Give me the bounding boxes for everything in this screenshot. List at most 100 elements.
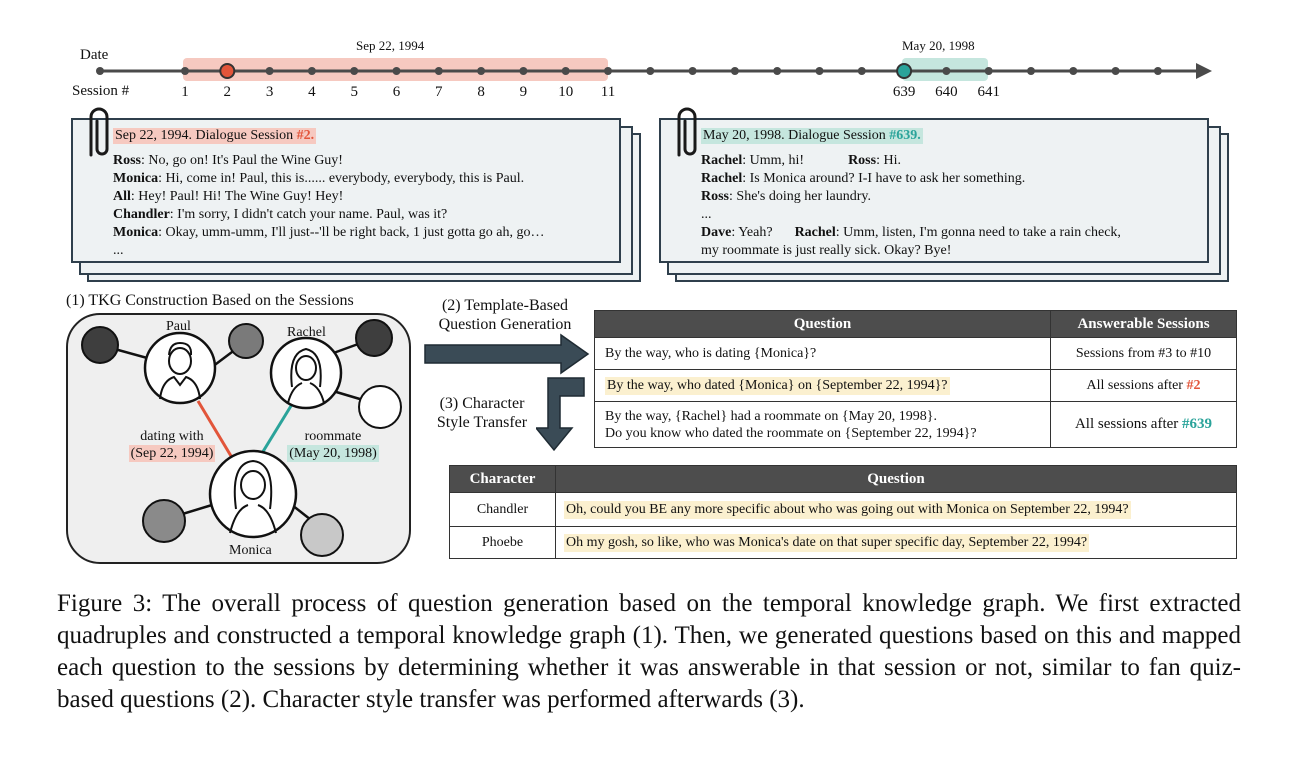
timeline-dot	[561, 67, 570, 75]
timeline-dot	[392, 67, 401, 75]
person-icon	[287, 347, 325, 404]
highlighted-question: Oh my gosh, so like, who was Monica's da…	[564, 533, 1090, 552]
style-transfer-table: Character Question Chandler Oh, could yo…	[449, 465, 1237, 559]
edge-date: (May 20, 1998)	[287, 445, 379, 462]
speaker: Ross	[701, 189, 730, 204]
column-header-question: Question	[555, 465, 1237, 493]
utterance: : Okay, umm-umm, I'll just--'ll be right…	[158, 225, 545, 240]
speaker: Chandler	[113, 207, 170, 222]
question-table: Question Answerable Sessions By the way,…	[594, 310, 1237, 448]
tkg-edge-label-roommate: roommate (May 20, 1998)	[281, 428, 385, 462]
dialogue-left-session: #2.	[296, 128, 315, 143]
dialogue-right-ellipsis: ...	[701, 207, 712, 222]
timeline-dot	[1111, 67, 1120, 75]
table-row: By the way, who dated {Monica} on {Septe…	[594, 369, 1237, 402]
timeline-session-number: 1	[181, 84, 189, 100]
highlighted-question: By the way, who dated {Monica} on {Septe…	[605, 376, 950, 395]
timeline-dot	[477, 67, 486, 75]
timeline-dot	[688, 67, 697, 75]
arrow-right-icon	[424, 333, 590, 375]
answer-session: #639	[1182, 416, 1213, 432]
timeline-dot	[604, 67, 612, 75]
dialogue-right-line-1: Rachel: Umm, hi!Ross: Hi.	[701, 152, 1197, 170]
dialogue-left-header: Sep 22, 1994. Dialogue Session #2.	[113, 128, 317, 144]
tkg-node-monica	[208, 449, 298, 539]
timeline-dot	[181, 67, 189, 75]
utterance: : Is Monica around? I-I have to ask her …	[742, 171, 1026, 186]
timeline-dot	[730, 67, 739, 75]
timeline-dot	[1027, 67, 1035, 75]
table-row: By the way, who is dating {Monica}? Sess…	[594, 337, 1237, 370]
dialogue-left-header-text: Sep 22, 1994. Dialogue Session	[115, 128, 297, 143]
utterance: : She's doing her laundry.	[729, 189, 871, 204]
utterance: : Hi, come in! Paul, this is...... every…	[158, 171, 525, 186]
timeline-dot	[434, 67, 443, 75]
timeline-session-number: 9	[520, 84, 528, 100]
style-section-title-line2: Style Transfer	[436, 414, 528, 431]
edge-date: (Sep 22, 1994)	[128, 445, 216, 462]
dialogue-left-line-4: Chandler: I'm sorry, I didn't catch your…	[113, 206, 609, 224]
answer-cell: All sessions after #2	[1050, 369, 1237, 402]
tkg-node-dark	[81, 326, 119, 364]
tkg-node-gray	[142, 499, 186, 543]
timeline-dot	[646, 67, 655, 75]
timeline-dot	[519, 67, 528, 75]
timeline-session-number: 10	[558, 84, 573, 100]
tkg-edge-label-dating: dating with (Sep 22, 1994)	[122, 428, 222, 462]
timeline-session-number: 639	[893, 84, 916, 100]
answer-cell: Sessions from #3 to #10	[1050, 337, 1237, 370]
character-cell: Phoebe	[449, 526, 556, 559]
timeline-dot	[942, 67, 951, 75]
speaker: Ross	[848, 153, 877, 168]
speaker: Rachel	[794, 225, 836, 240]
tkg-node-white	[358, 385, 402, 429]
person-icon	[229, 459, 277, 534]
table-header-row: Question Answerable Sessions	[594, 310, 1237, 338]
timeline-session-number: 2	[224, 84, 232, 100]
timeline-dot	[307, 67, 316, 75]
dialogue-right-header-text: May 20, 1998. Dialogue Session	[703, 128, 890, 143]
answer-text: All sessions after	[1074, 416, 1183, 432]
question-cell: By the way, who is dating {Monica}?	[594, 337, 1051, 370]
timeline-session-number: 11	[601, 84, 615, 100]
tkg-graph	[81, 319, 402, 557]
dialogue-right-line-3: Ross: She's doing her laundry.	[701, 188, 1197, 206]
timeline-dot	[815, 67, 824, 75]
dialogue-left-line-5: Monica: Okay, umm-umm, I'll just--'ll be…	[113, 224, 609, 242]
dialogue-left-line-1: Ross: No, go on! It's Paul the Wine Guy!	[113, 152, 609, 170]
timeline-session-number: 6	[393, 84, 401, 100]
question-cell: Oh my gosh, so like, who was Monica's da…	[555, 526, 1237, 559]
utterance: : No, go on! It's Paul the Wine Guy!	[141, 153, 343, 168]
timeline-dot	[1153, 67, 1162, 75]
template-section-title-line1: (2) Template-Based	[441, 297, 569, 314]
timeline-session-number: 5	[350, 84, 358, 100]
utterance: : Hi.	[876, 153, 901, 168]
tkg-section-title: (1) TKG Construction Based on the Sessio…	[66, 292, 354, 309]
timeline-session-number: 4	[308, 84, 316, 100]
table-row: Chandler Oh, could you BE any more speci…	[449, 492, 1237, 527]
figure-caption: Figure 3: The overall process of questio…	[57, 590, 1241, 713]
timeline-session-label: Session #	[72, 83, 130, 99]
edge-label-text: dating with	[140, 429, 204, 444]
utterance: : Yeah?	[731, 225, 773, 240]
tkg-edge-dating	[196, 400, 236, 462]
tkg-label-rachel: Rachel	[287, 325, 326, 340]
template-section-title: (2) Template-Based Question Generation	[420, 296, 590, 334]
dialogue-right-header: May 20, 1998. Dialogue Session #639.	[701, 128, 923, 144]
timeline-date-left: Sep 22, 1994	[356, 38, 425, 53]
tkg-node-rachel	[269, 336, 343, 410]
timeline-dot	[857, 67, 866, 75]
timeline-session-number: 640	[935, 84, 958, 100]
timeline-session-number: 8	[477, 84, 485, 100]
timeline-dots	[96, 63, 1162, 79]
dialogue-left-ellipsis: ...	[113, 243, 124, 258]
speaker: Dave	[701, 225, 732, 240]
dialogue-right-session: #639.	[889, 128, 921, 143]
column-header-answerable: Answerable Sessions	[1050, 310, 1237, 338]
timeline-date-right: May 20, 1998	[902, 38, 975, 53]
tkg-node-paul	[143, 331, 217, 405]
utterance: : I'm sorry, I didn't catch your name. P…	[169, 207, 448, 222]
column-header-character: Character	[449, 465, 556, 493]
dialogue-right-line-5: my roommate is just really sick. Okay? B…	[701, 243, 952, 258]
